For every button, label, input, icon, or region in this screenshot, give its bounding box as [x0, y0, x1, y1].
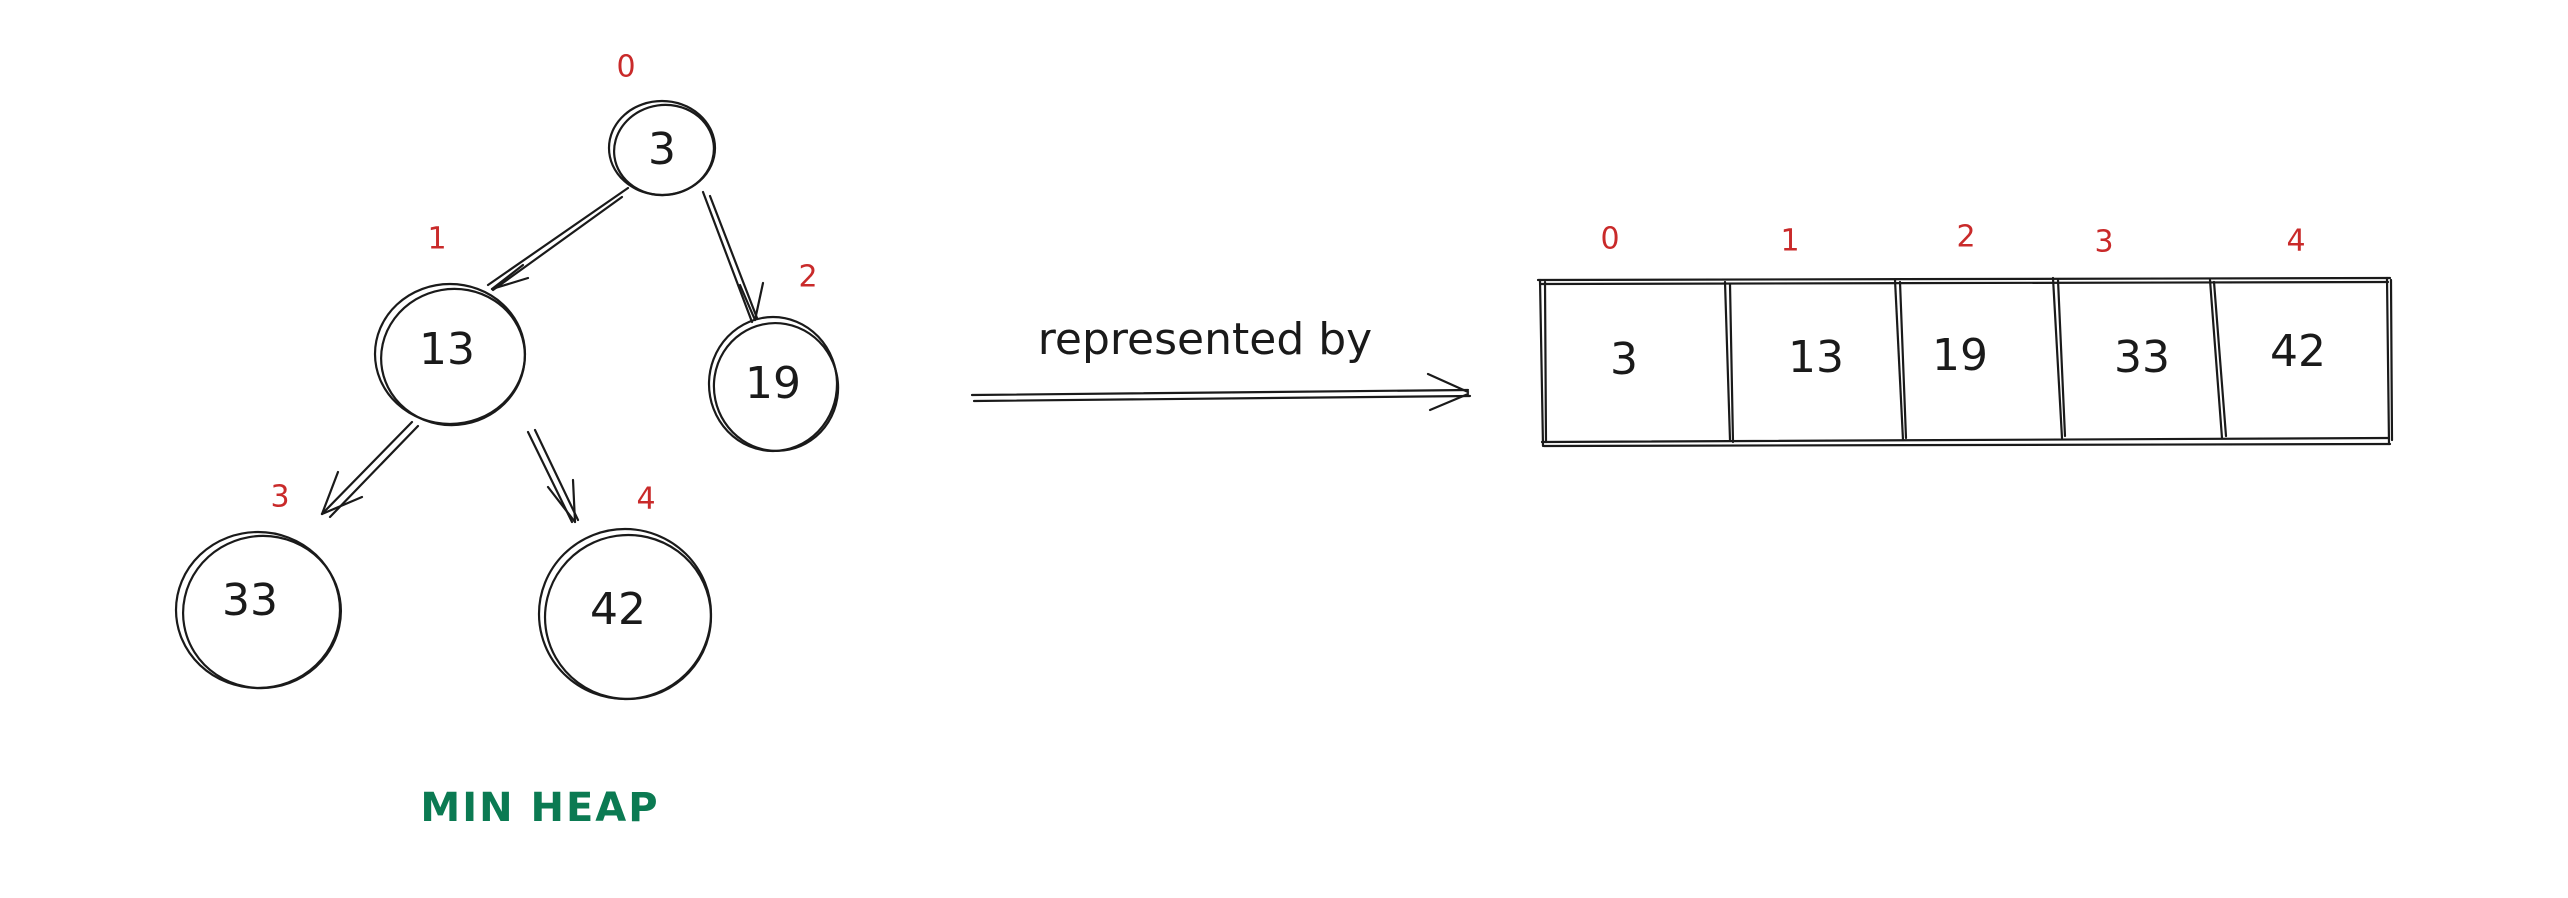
array-cell-2-index: 2	[1956, 220, 1975, 255]
represented-by-label: represented by	[1038, 314, 1372, 365]
array-cell-1-value: 13	[1788, 332, 1844, 383]
tree-node-2: 19 2	[707, 260, 840, 453]
represented-by-arrow	[970, 372, 1472, 412]
array-cell-3: 33 3	[2094, 225, 2170, 384]
array-box	[1536, 276, 2394, 448]
tree-node-2-index: 2	[798, 260, 817, 295]
array-cell-0-value: 3	[1610, 334, 1638, 385]
tree-node-3: 33 3	[174, 480, 343, 690]
tree-node-0-index: 0	[616, 50, 635, 85]
tree-node-4: 42 4	[537, 482, 713, 701]
array-cell-4: 42 4	[2270, 224, 2326, 378]
tree-node-4-index: 4	[636, 482, 655, 517]
edge-0-2	[701, 190, 765, 324]
tree-edges	[320, 186, 765, 524]
tree-node-2-value: 19	[745, 358, 801, 409]
array-cell-1: 13 1	[1780, 224, 1844, 384]
tree-node-3-index: 3	[270, 480, 289, 515]
edge-0-1	[486, 186, 630, 292]
array-cell-3-value: 33	[2114, 332, 2170, 383]
tree-node-1: 13 1	[373, 222, 527, 427]
tree-node-3-value: 33	[222, 575, 278, 626]
tree-node-0: 3 0	[607, 50, 717, 197]
tree-node-1-value: 13	[419, 324, 475, 375]
array-cell-0: 3 0	[1600, 222, 1638, 386]
edge-1-3	[320, 420, 420, 519]
array-cell-4-index: 4	[2286, 224, 2305, 259]
edge-1-4	[526, 428, 580, 524]
array-cell-1-index: 1	[1780, 224, 1799, 259]
array-cell-2: 19 2	[1932, 220, 1988, 382]
array-cell-4-value: 42	[2270, 326, 2326, 377]
array-cell-3-index: 3	[2094, 225, 2113, 260]
array-cell-2-value: 19	[1932, 330, 1988, 381]
tree-node-0-value: 3	[648, 124, 676, 175]
tree-node-1-index: 1	[427, 222, 446, 257]
tree-node-4-value: 42	[590, 584, 646, 635]
tree-caption: MIN HEAP	[420, 785, 659, 831]
array-cell-0-index: 0	[1600, 222, 1619, 257]
